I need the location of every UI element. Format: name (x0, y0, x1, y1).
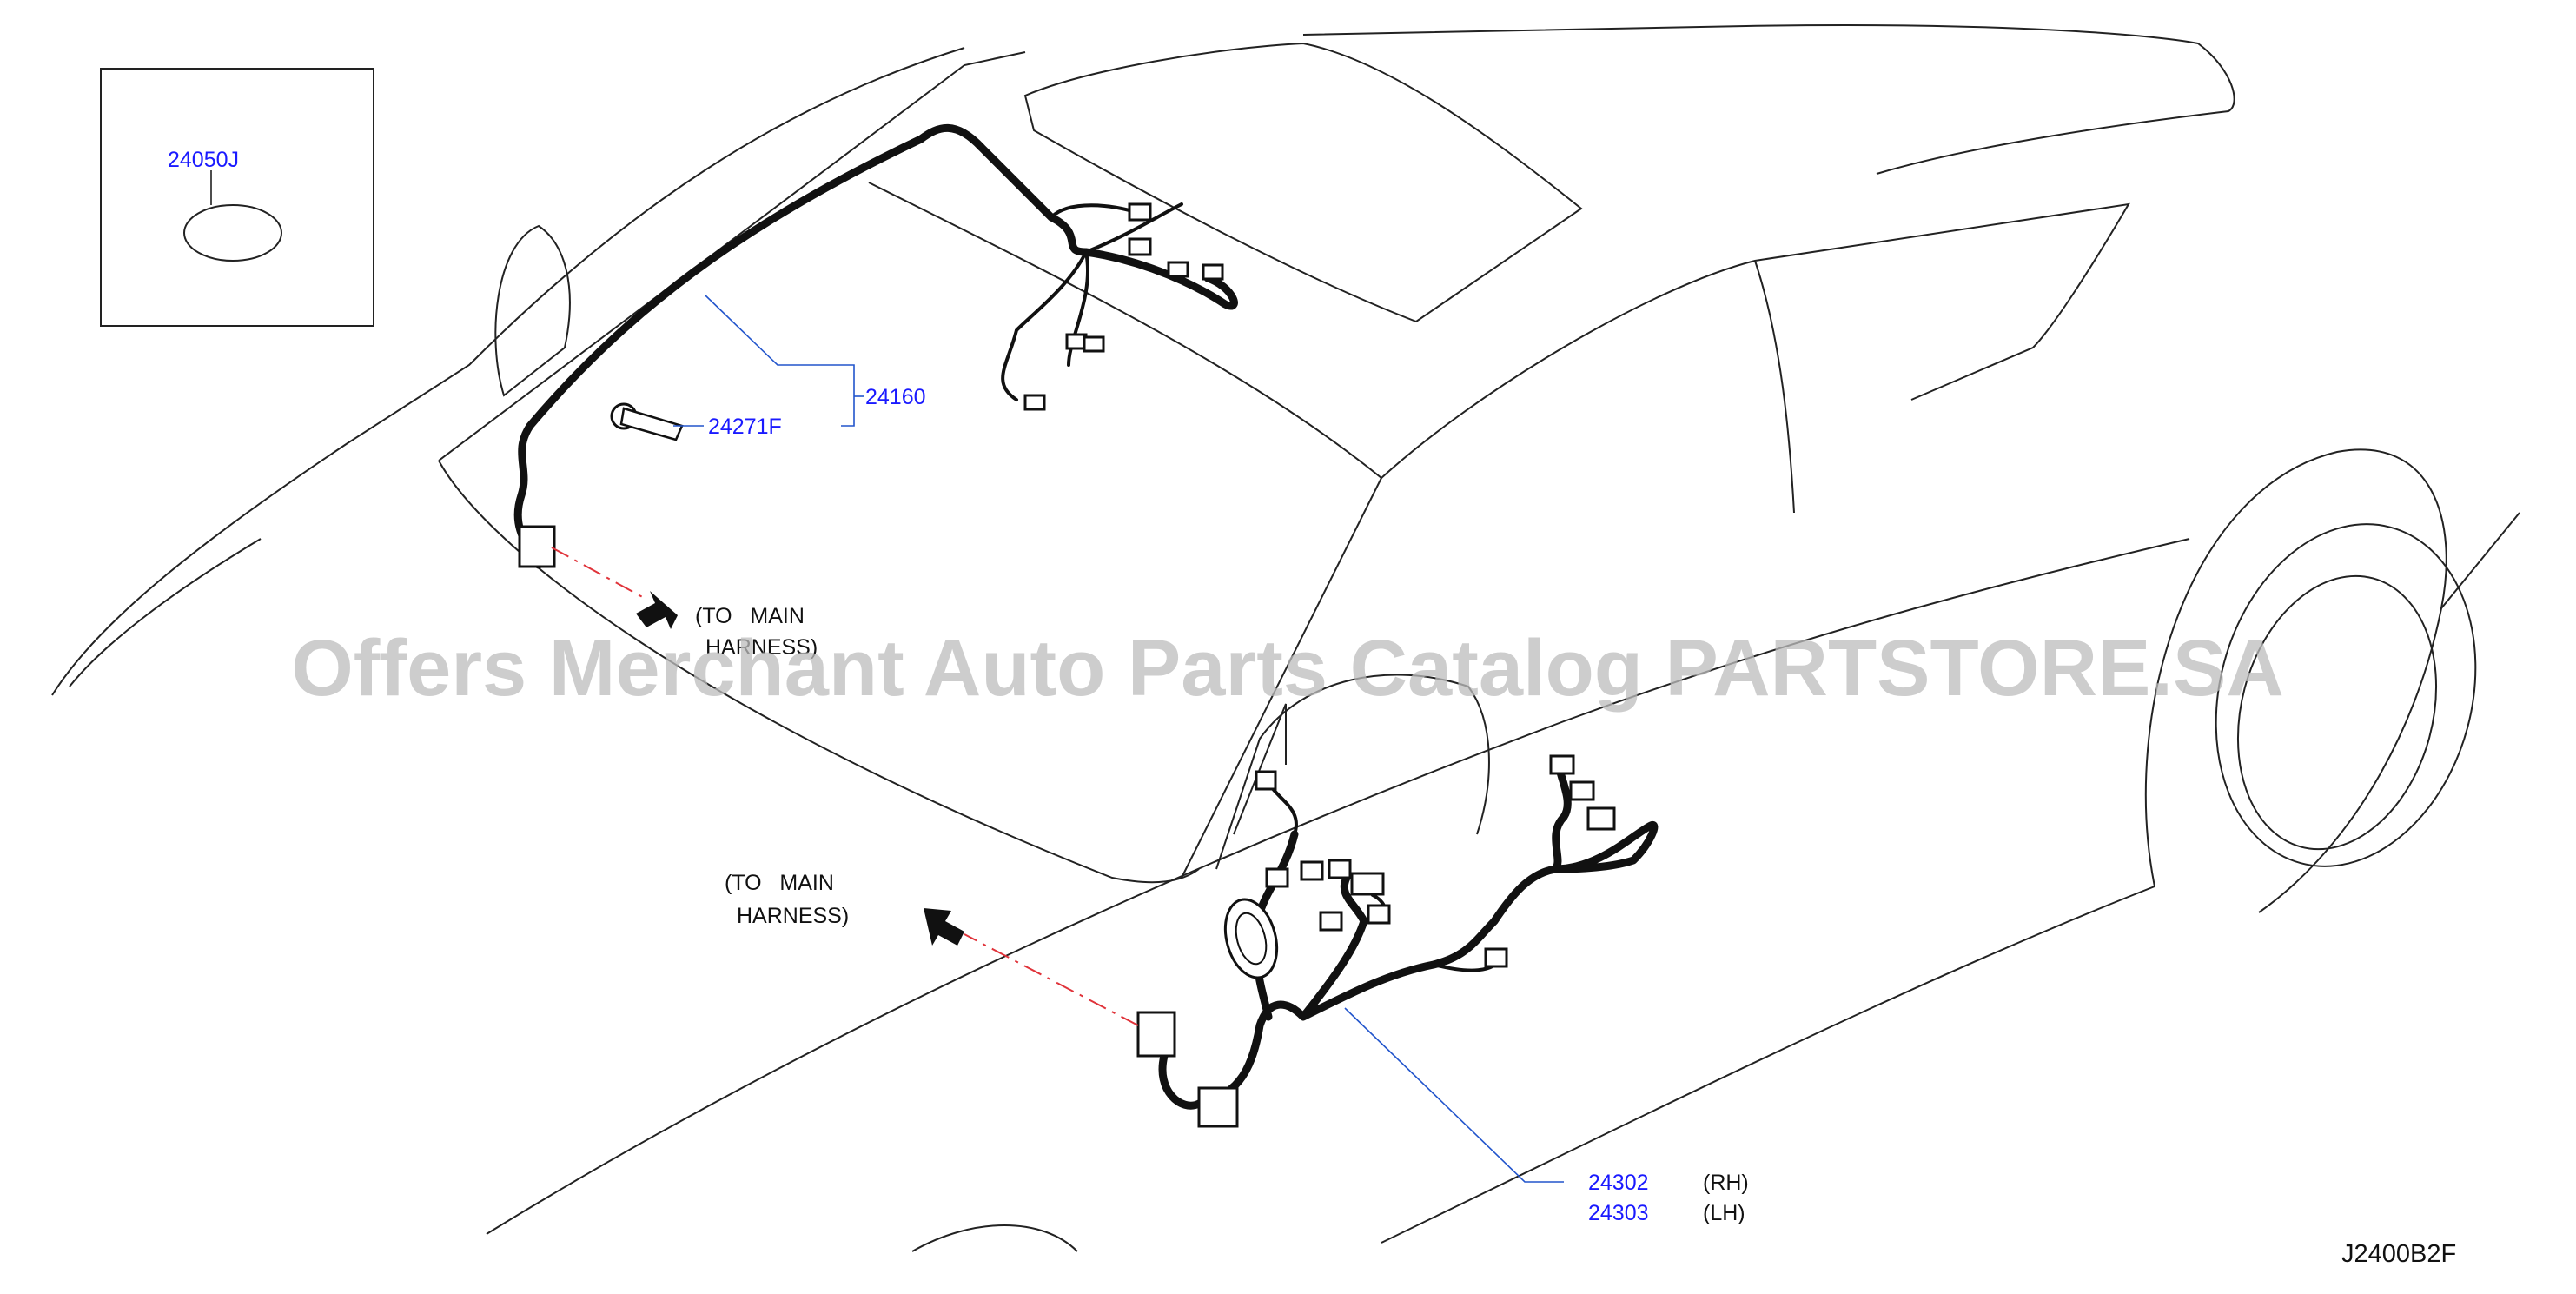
side-mirror-left (494, 224, 571, 397)
door-mirror-outline (1215, 674, 1490, 870)
roof-connector-g (1023, 394, 1046, 411)
door-connector-k (1255, 770, 1277, 791)
door-harness-end-connector (1136, 1011, 1176, 1058)
part-label-24302[interactable]: 24302 (1588, 1171, 1649, 1195)
lower-dash-line (964, 933, 1139, 1026)
upper-dash-line (551, 547, 648, 601)
main-harness-arrows (551, 547, 1139, 1026)
part-label-24303[interactable]: 24303 (1588, 1201, 1649, 1225)
door-grommet (1223, 898, 1279, 979)
leader-24302 (1344, 1007, 1564, 1183)
watermark: Offers Merchant Auto Parts Catalog PARTS… (291, 624, 2284, 713)
windshield-bottom (438, 460, 1200, 884)
b-pillar (1754, 260, 1795, 514)
leader-24160-harness (705, 295, 855, 427)
roof-connector-f (1083, 335, 1105, 353)
leader-lines (673, 295, 1564, 1183)
side-label-lh: (LH) (1703, 1201, 1745, 1225)
rear-wheel (2215, 523, 2477, 867)
roof-harness-end-connector (518, 525, 556, 568)
sunroof (1023, 42, 1583, 323)
rear-bumper-line (2440, 512, 2520, 609)
belt-line (486, 538, 2190, 1235)
door-harness-junction (1197, 1086, 1239, 1128)
roof-connector-c (1167, 261, 1189, 278)
door-connector-g (1484, 947, 1508, 968)
rear-wheel-arch (2144, 448, 2447, 913)
part-label-24160[interactable]: 24160 (865, 385, 926, 409)
clip-part[interactable] (610, 402, 684, 441)
front-wheel-hint (911, 1224, 1078, 1252)
door-connector-e (1319, 911, 1343, 932)
part-label-24271f[interactable]: 24271F (708, 415, 782, 439)
lower-note-line2: HARNESS) (737, 904, 849, 928)
hood-edge-line (51, 47, 965, 696)
upper-note-line1: (TO MAIN (695, 604, 805, 628)
side-window-top (1381, 202, 2130, 479)
door-connector-d (1350, 872, 1385, 896)
windshield-right-pillar (868, 182, 1383, 879)
diagram-code: J2400B2F (2341, 1240, 2456, 1268)
door-connector-j (1586, 806, 1616, 831)
roof-harness-branches (1001, 202, 1183, 401)
door-harness[interactable] (1136, 754, 1659, 1128)
car-body-outline (51, 24, 2520, 1252)
rocker-line (1381, 886, 2155, 1244)
windshield-top-left (438, 51, 1026, 461)
roof-connector-b (1128, 237, 1152, 256)
side-label-rh: (RH) (1703, 1171, 1749, 1195)
mirror-base (1233, 703, 1287, 835)
inset-frame (100, 68, 374, 327)
door-connector-b (1300, 860, 1324, 881)
door-connector-h (1549, 754, 1575, 775)
part-label-24050j[interactable]: 24050J (168, 148, 239, 172)
lower-arrow-icon (924, 908, 964, 946)
door-harness-main (1158, 765, 1659, 1110)
upper-arrow-icon (636, 591, 678, 629)
roof-connector-a (1128, 202, 1152, 222)
inset-box: 24050J (100, 68, 374, 327)
door-connector-i (1569, 780, 1595, 801)
roof-connector-d (1202, 263, 1224, 281)
grommet-part (183, 204, 282, 262)
door-grommet-inner (1235, 912, 1268, 966)
door-connector-a (1265, 867, 1289, 888)
fender-line (69, 538, 262, 687)
door-connector-c (1328, 859, 1352, 879)
roof-rear-edge (1302, 24, 2235, 175)
lower-note-line1: (TO MAIN (725, 871, 834, 895)
roof-harness[interactable] (513, 123, 1238, 569)
roof-harness-main (513, 123, 1238, 569)
clip-body (619, 407, 684, 441)
door-connector-f (1367, 904, 1391, 925)
rear-wheel-inner (2236, 574, 2438, 851)
upper-note-line2: HARNESS) (705, 635, 818, 660)
